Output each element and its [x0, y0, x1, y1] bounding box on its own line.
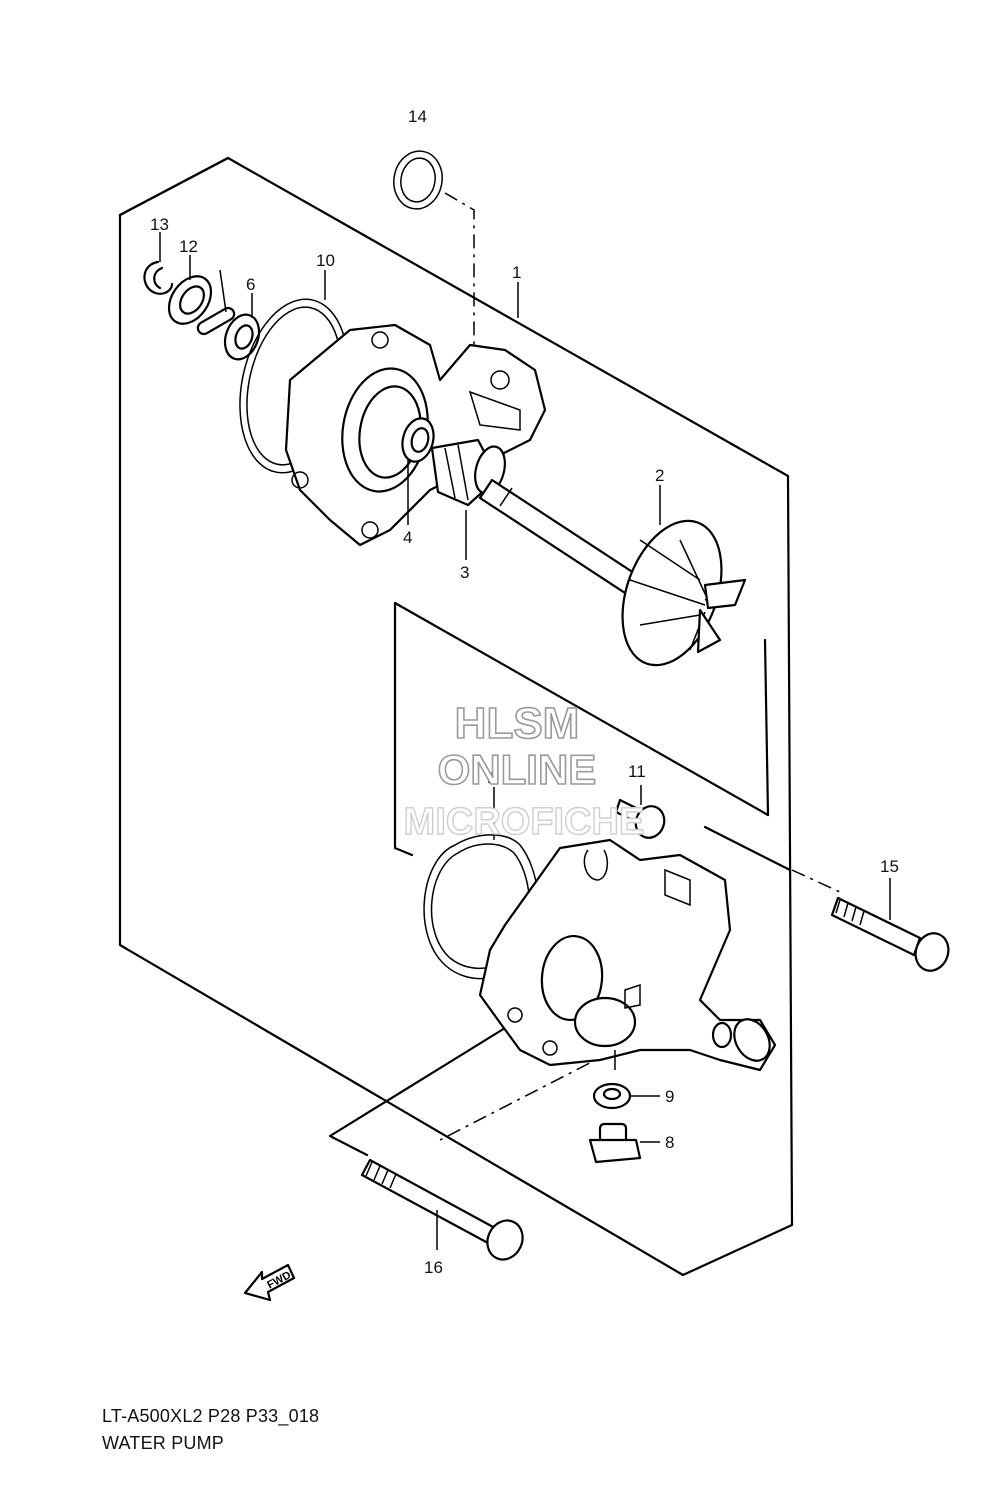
callout-10: 10 — [316, 251, 335, 270]
callout-9: 9 — [665, 1087, 674, 1106]
callout-5: 5 — [487, 769, 496, 788]
callout-3: 3 — [460, 563, 469, 582]
diagram-title: WATER PUMP — [102, 1433, 224, 1453]
callout-13: 13 — [150, 215, 169, 234]
watermark: HLSM ONLINE MICROFICHE — [403, 698, 645, 844]
callout-1: 1 — [512, 263, 521, 282]
impeller-2 — [621, 519, 747, 667]
callout-4: 4 — [403, 528, 412, 547]
mechanical-seal-3 — [430, 438, 506, 507]
leader-lines — [159, 232, 661, 840]
washer-6 — [223, 313, 261, 361]
circlip-13 — [143, 260, 174, 295]
callouts: 14 13 12 10 1 6 2 4 3 11 5 15 9 8 16 — [150, 107, 899, 1277]
lower-bracket — [328, 1026, 616, 1157]
housing-subframe — [393, 601, 843, 894]
seal-12 — [167, 275, 213, 325]
callout-8: 8 — [665, 1133, 674, 1152]
watermark-line2: ONLINE — [438, 746, 597, 793]
callout-14: 14 — [408, 107, 427, 126]
bolt-16 — [360, 1158, 524, 1261]
bearing-4 — [401, 417, 435, 463]
pin — [196, 269, 236, 336]
assembly-frame — [118, 156, 794, 1277]
pump-housing — [478, 838, 777, 1072]
bolt-15 — [830, 878, 950, 972]
o-ring-14 — [393, 150, 475, 345]
callout-16: 16 — [424, 1258, 443, 1277]
callout-15: 15 — [880, 857, 899, 876]
forward-label: FWD — [265, 1269, 293, 1291]
diagram-code: LT-A500XL2 P28 P33_018 — [102, 1406, 320, 1426]
drain-bolt-8 — [588, 1122, 660, 1164]
washer-9 — [592, 1082, 660, 1110]
watermark-line1: HLSM — [455, 699, 580, 748]
callout-12: 12 — [179, 237, 198, 256]
callout-11: 11 — [628, 762, 646, 781]
callout-6: 6 — [246, 275, 255, 294]
forward-direction-arrow: FWD — [243, 1263, 296, 1302]
callout-2: 2 — [655, 466, 664, 485]
bolt-11 — [614, 785, 666, 839]
watermark-line3: MICROFICHE — [404, 801, 645, 843]
